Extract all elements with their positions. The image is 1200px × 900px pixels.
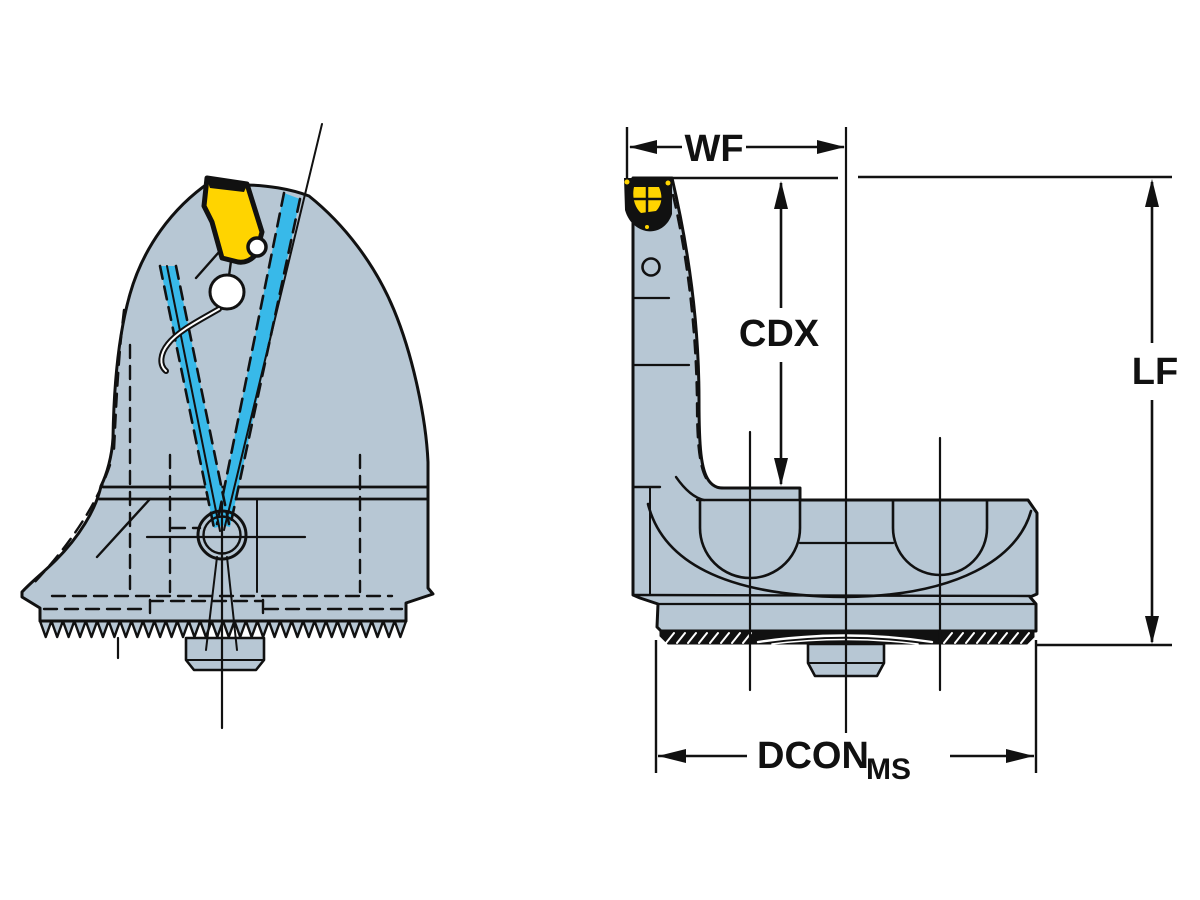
wf-label: WF <box>684 128 743 170</box>
clamp-screw <box>246 236 268 258</box>
front-view <box>624 176 1039 692</box>
coolant-channel-right <box>217 193 300 527</box>
blade-hole <box>641 257 661 277</box>
dimension-wf: WF <box>625 127 845 179</box>
serration-hatch <box>665 632 1030 644</box>
dcon-subscript-label: MS <box>866 753 911 786</box>
channel-centerline-left <box>166 265 221 532</box>
dimension-dcon: DCON MS <box>654 640 1038 786</box>
dcon-label: DCON <box>757 735 869 777</box>
side-view <box>20 123 435 730</box>
insert-clamp-edge <box>206 177 248 192</box>
lf-label: LF <box>1132 351 1178 393</box>
coolant-channels <box>158 123 323 532</box>
dimension-lf: LF <box>1036 179 1178 647</box>
dimension-cdx: CDX <box>739 181 820 486</box>
cdx-label: CDX <box>739 313 820 355</box>
screw-hole <box>208 273 246 311</box>
channel-centerline-right <box>223 123 323 531</box>
dimensions: WF CDX LF DCON MS <box>625 127 1178 786</box>
side-view-stub <box>184 636 266 672</box>
